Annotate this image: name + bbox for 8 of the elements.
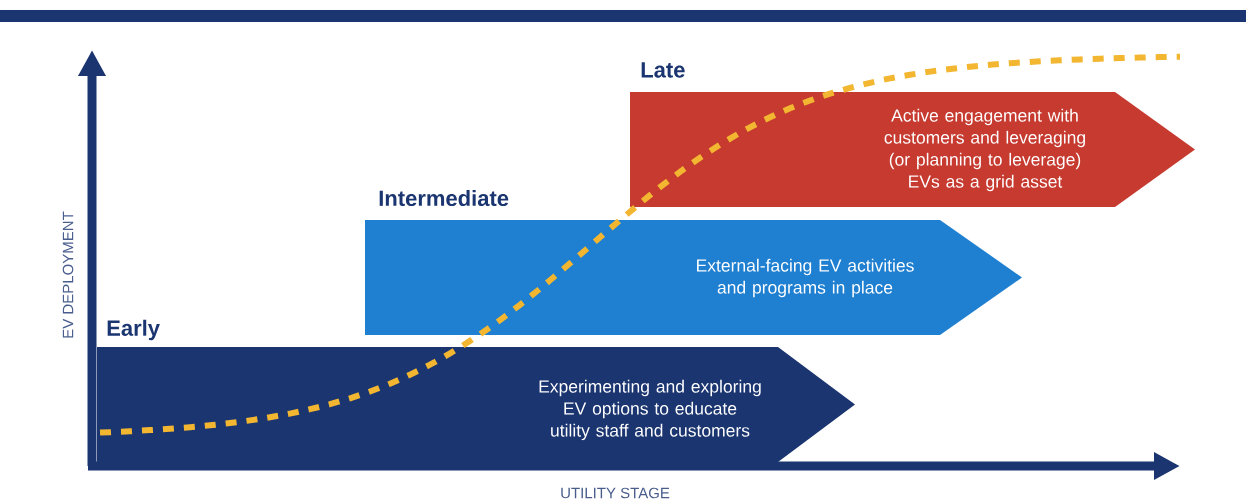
stage-heading: Early	[107, 319, 160, 341]
band-text: External-facing EV activities and programs in place	[697, 258, 914, 298]
band-text: Active engagement with customers and leveraging (or planning to leverage) EVs as a grid asset	[884, 108, 1085, 192]
stage-heading: Late	[641, 62, 685, 78]
axis-label: UTILITY STAGE	[561, 487, 670, 499]
stage-heading: Intermediate	[379, 189, 509, 207]
band-text: Experimenting and exploring EV options to educate utility staff and customers	[539, 379, 761, 441]
axis-label: EV DEPLOYMENT	[62, 211, 74, 338]
